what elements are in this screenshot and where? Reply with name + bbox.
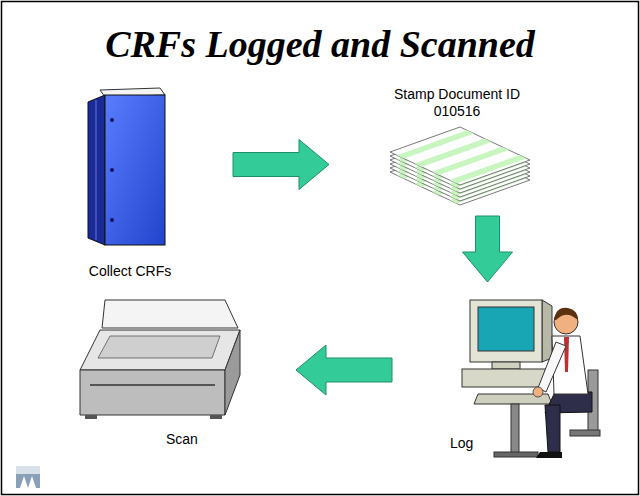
step-label: Scan bbox=[166, 431, 198, 448]
flow-arrow bbox=[233, 140, 329, 190]
company-logo bbox=[16, 466, 40, 488]
illustrated-step: Log bbox=[432, 286, 604, 462]
illustrated-step: Scan bbox=[66, 282, 256, 450]
flow-arrow bbox=[296, 345, 392, 395]
flow-arrow bbox=[463, 216, 513, 282]
slide-title: CRFs Logged and Scanned bbox=[0, 22, 640, 66]
step-label: Log bbox=[450, 435, 473, 452]
step-label: Collect CRFs bbox=[89, 263, 171, 280]
scanner-picture bbox=[80, 300, 240, 419]
binder-picture bbox=[88, 88, 165, 245]
step-label: Stamp Document ID 010516 bbox=[387, 86, 527, 120]
paper-stack bbox=[390, 127, 530, 205]
illustrated-step: Collect CRFs bbox=[70, 82, 190, 282]
illustrated-step: Stamp Document ID 010516 bbox=[372, 82, 542, 212]
computer-user bbox=[462, 300, 600, 458]
